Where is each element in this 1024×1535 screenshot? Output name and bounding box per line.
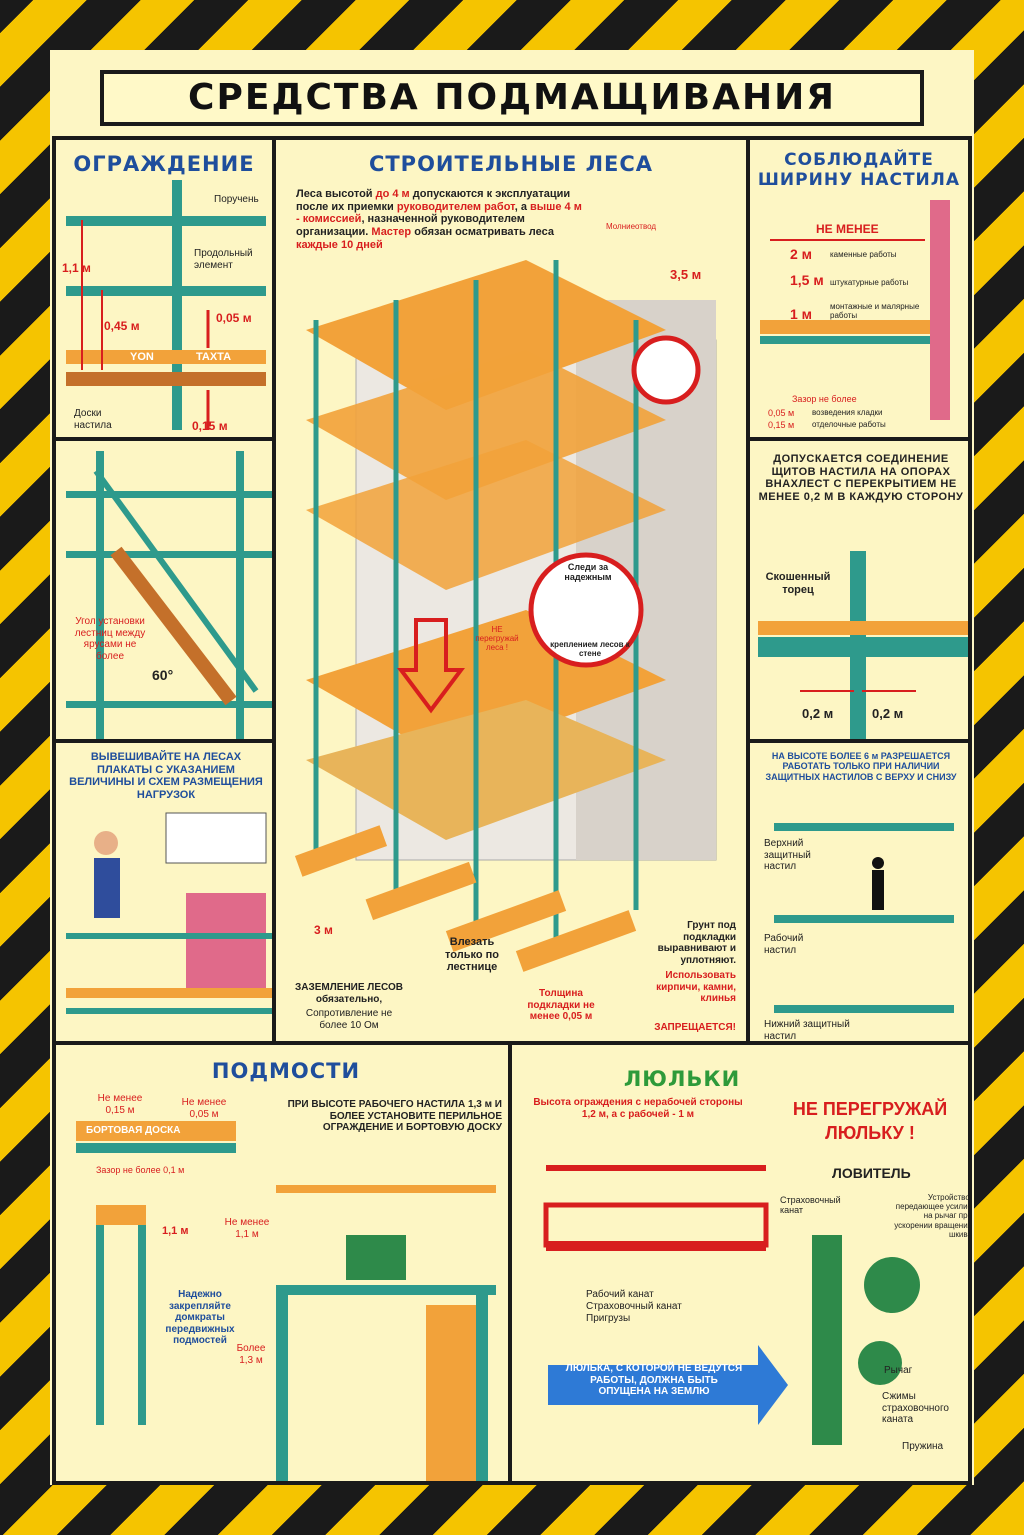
overlap-panel: ДОПУСКАЕТСЯ СОЕДИНЕНИЕ ЩИТОВ НАСТИЛА НА … xyxy=(746,437,972,743)
overlap-diagram xyxy=(758,551,968,739)
ladder-diagram xyxy=(66,451,272,739)
height-0-05: 0,05 м xyxy=(216,311,252,325)
podmosti-rail-note: ПРИ ВЫСОТЕ РАБОЧЕГО НАСТИЛА 1,3 м И БОЛЕ… xyxy=(287,1099,502,1133)
board-label-right: TAXTA xyxy=(196,351,232,363)
gap-0-05-label: возведения кладки xyxy=(812,408,883,417)
catcher-device-label: Устройство, передающее усилие на рычаг п… xyxy=(894,1193,972,1239)
anchor-label-top: Следи за надежным xyxy=(564,562,612,583)
ladder-angle: 60° xyxy=(152,667,174,683)
protective-title: НА ВЫСОТЕ БОЛЕЕ 6 м РАЗРЕШАЕТСЯ РАБОТАТЬ… xyxy=(765,751,957,782)
longitudinal-label: Продольный элемент xyxy=(194,248,253,271)
width-1m: 1 м xyxy=(790,306,813,322)
ladder-angle-text: Угол установки лестниц между ярусами не … xyxy=(74,616,146,662)
weights-label: Пригрузы xyxy=(586,1313,631,1324)
podmosti-gap: Зазор не более 0,1 м xyxy=(96,1165,185,1175)
work-rope-label: Рабочий канат xyxy=(586,1289,654,1300)
min-width-label: НЕ МЕНЕЕ xyxy=(816,222,879,236)
overlap-right: 0,2 м xyxy=(872,706,904,721)
forbidden-materials-label: Использовать кирпичи, камни, клинья xyxy=(656,970,736,1004)
podmosti-panel: ПОДМОСТИ Не менее 0,15 м Не менее 0,05 м… xyxy=(52,1041,512,1485)
load-posters-text: ВЫВЕШИВАЙТЕ НА ЛЕСАХ ПЛАКАТЫ С УКАЗАНИЕМ… xyxy=(69,751,263,801)
lower-deck-label: Нижний защитный настил xyxy=(764,1019,850,1042)
overlap-left: 0,2 м xyxy=(802,706,834,721)
deck-width-diagram xyxy=(760,200,950,420)
cradle-no-overload: НЕ ПЕРЕГРУЖАЙ ЛЮЛЬКУ ! xyxy=(792,1099,948,1144)
cradle-panel: ЛЮЛЬКИ Высота ограждения с нерабочей сто… xyxy=(508,1041,972,1485)
anchor-label-bottom: креплением лесов к стене xyxy=(550,640,630,659)
width-1m-label: монтажные и малярные работы xyxy=(830,302,920,321)
jacks-note: Надежно закрепляйте домкраты передвижных… xyxy=(165,1289,235,1346)
scaffold-title: СТРОИТЕЛЬНЫЕ ЛЕСА xyxy=(368,152,654,176)
width-1-5m: 1,5 м xyxy=(790,272,824,288)
height-0-45: 0,45 м xyxy=(104,319,140,333)
width-1-5m-label: штукатурные работы xyxy=(830,278,909,287)
catcher-title: ЛОВИТЕЛЬ xyxy=(832,1165,911,1181)
height-1-1: 1,1 м xyxy=(62,261,91,275)
upper-deck-label: Верхний защитный настил xyxy=(764,838,811,872)
podmosti-h-1-1: 1,1 м xyxy=(162,1225,189,1237)
forbidden-label: ЗАПРЕЩАЕТСЯ! xyxy=(654,1022,736,1033)
cradle-title: ЛЮЛЬКИ xyxy=(623,1067,741,1091)
ladder-panel: Угол установки лестниц между ярусами не … xyxy=(52,437,276,743)
podmosti-min-0-15: Не менее 0,15 м xyxy=(97,1093,143,1116)
deck-width-title: СОБЛЮДАЙТЕ ШИРИНУ НАСТИЛА xyxy=(757,150,961,190)
height-0-15: 0,15 м xyxy=(192,419,228,433)
overlap-title: ДОПУСКАЕТСЯ СОЕДИНЕНИЕ ЩИТОВ НАСТИЛА НА … xyxy=(758,453,964,503)
protective-deck-panel: НА ВЫСОТЕ БОЛЕЕ 6 м РАЗРЕШАЕТСЯ РАБОТАТЬ… xyxy=(746,739,972,1045)
podmosti-diagram xyxy=(76,1121,496,1481)
height-3: 3 м xyxy=(314,923,333,937)
gap-0-05: 0,05 м xyxy=(768,408,795,418)
boards-label: Доски настила xyxy=(74,408,112,431)
resistance-label: Сопротивление не более 10 Ом xyxy=(305,1008,393,1031)
board-label-left: YON xyxy=(130,351,154,363)
height-3-5: 3,5 м xyxy=(670,267,702,282)
gap-0-15: 0,15 м xyxy=(768,420,795,430)
fence-diagram xyxy=(66,180,266,430)
handrail-label: Поручень xyxy=(214,194,259,205)
scaffold-intro: Леса высотой до 4 м допускаются к эксплу… xyxy=(296,188,582,251)
worker-bricks-illustration xyxy=(66,812,272,1014)
clamps-label: Сжимы страховочного каната xyxy=(882,1391,949,1425)
fence-panel: ОГРАЖДЕНИЕ Поручень Продольный элемент 1… xyxy=(52,136,276,441)
lightning-rod-label: Молниеотвод xyxy=(606,222,657,231)
protective-deck-diagram xyxy=(774,823,954,1013)
bevel-label: Скошенный торец xyxy=(765,571,831,596)
fence-title: ОГРАЖДЕНИЕ xyxy=(73,152,255,176)
gap-0-15-label: отделочные работы xyxy=(812,420,886,429)
spring-label: Пружина xyxy=(902,1441,944,1452)
climb-label: Влезать только по лестнице xyxy=(445,936,499,974)
work-deck-label: Рабочий настил xyxy=(764,933,804,956)
safety-rope-label: Страховочный канат xyxy=(780,1195,841,1216)
podmosti-title: ПОДМОСТИ xyxy=(211,1059,361,1083)
load-posters-panel: ВЫВЕШИВАЙТЕ НА ЛЕСАХ ПЛАКАТЫ С УКАЗАНИЕМ… xyxy=(52,739,276,1045)
podmosti-more-1-3: Более 1,3 м xyxy=(236,1343,266,1366)
safety-rope-label-2: Страховочный канат xyxy=(586,1301,682,1312)
gap-label: Зазор не более xyxy=(792,394,857,404)
deck-width-panel: СОБЛЮДАЙТЕ ШИРИНУ НАСТИЛА НЕ МЕНЕЕ 2 м к… xyxy=(746,136,972,441)
scaffold-illustration xyxy=(294,260,717,972)
cradle-diagram xyxy=(543,1165,920,1445)
lever-label: Рычаг xyxy=(884,1365,913,1376)
side-board-label: БОРТОВАЯ ДОСКА xyxy=(86,1125,181,1136)
width-2m-label: каменные работы xyxy=(830,250,897,259)
grounding-label: ЗАЗЕМЛЕНИЕ ЛЕСОВ обязательно, xyxy=(295,982,403,1005)
podmosti-min-0-05: Не менее 0,05 м xyxy=(181,1097,227,1120)
lower-cradle-note: ЛЮЛЬКА, С КОТОРОЙ НЕ ВЕДУТСЯ РАБОТЫ, ДОЛ… xyxy=(565,1363,743,1397)
page-title: СРЕДСТВА ПОДМАЩИВАНИЯ xyxy=(100,70,924,126)
scaffold-panel: СТРОИТЕЛЬНЫЕ ЛЕСА Леса высотой до 4 м до… xyxy=(272,136,750,1045)
podmosti-min-1-1: Не менее 1,1 м xyxy=(224,1217,270,1240)
ground-label: Грунт под подкладки выравнивают и уплотн… xyxy=(657,920,736,966)
width-2m: 2 м xyxy=(790,246,813,262)
no-overload-scaffold: НЕ перегружай леса ! xyxy=(475,625,519,653)
cradle-fence-height: Высота ограждения с нерабочей стороны 1,… xyxy=(533,1097,743,1120)
pad-thickness-label: Толщина подкладки не менее 0,05 м xyxy=(527,988,595,1022)
